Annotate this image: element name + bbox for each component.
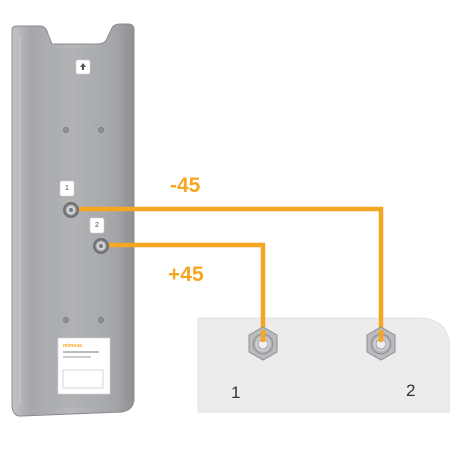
cables (79, 206, 384, 338)
sector-antenna: 1 2 mimosa (11, 23, 135, 417)
connector-2-badge-number: 2 (95, 222, 99, 229)
up-arrow-icon (80, 63, 86, 70)
cable-minus45 (79, 206, 384, 338)
radio-port-1 (248, 326, 278, 361)
cable-plus45 (109, 242, 266, 338)
mounting-screws (63, 127, 104, 323)
connector-1-badge-number: 1 (65, 185, 69, 192)
product-label: mimosa (57, 337, 111, 395)
connector-2-badge (89, 217, 105, 234)
port-1-label: 1 (231, 383, 240, 402)
radio-port-2 (366, 326, 396, 361)
polarization-minus45-label: -45 (170, 174, 201, 197)
polarization-plus45-label: +45 (168, 263, 204, 286)
antenna-connector-1 (63, 202, 79, 218)
antenna-connector-2 (93, 238, 109, 254)
connector-1-badge (59, 180, 75, 197)
brand-logo: mimosa (63, 343, 82, 349)
port-2-label: 2 (406, 381, 415, 400)
